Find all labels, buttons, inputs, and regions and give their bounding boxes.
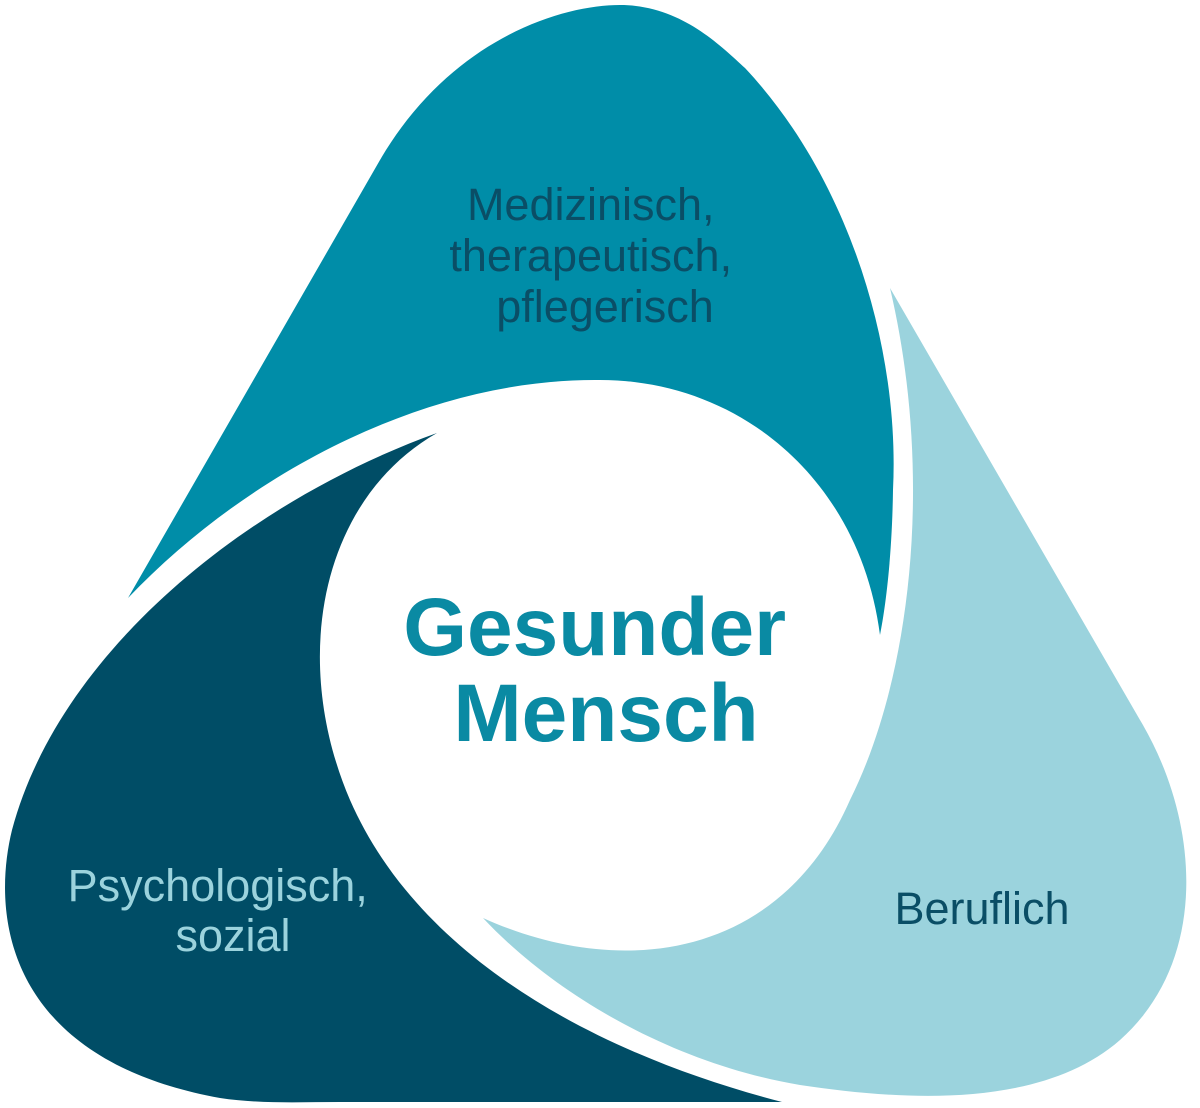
label-medical-line: Medizinisch,	[467, 179, 715, 230]
label-professional: Beruflich	[894, 883, 1069, 934]
label-medical-line: therapeutisch,	[449, 230, 732, 281]
label-medical: Medizinisch, therapeutisch, pflegerisch	[449, 179, 744, 332]
label-professional-line: Beruflich	[894, 883, 1069, 934]
center-title: Gesunder Mensch	[403, 582, 809, 759]
segment-professional	[483, 288, 1187, 1096]
label-psychosocial-line: sozial	[175, 910, 290, 961]
segment-medical	[128, 5, 894, 635]
label-medical-line: pflegerisch	[496, 281, 714, 332]
center-title-line: Gesunder	[403, 582, 786, 673]
center-title-line: Mensch	[453, 668, 758, 759]
label-psychosocial-line: Psychologisch,	[68, 860, 368, 911]
segment-psychosocial	[5, 433, 782, 1103]
label-psychosocial: Psychologisch, sozial	[68, 860, 381, 961]
